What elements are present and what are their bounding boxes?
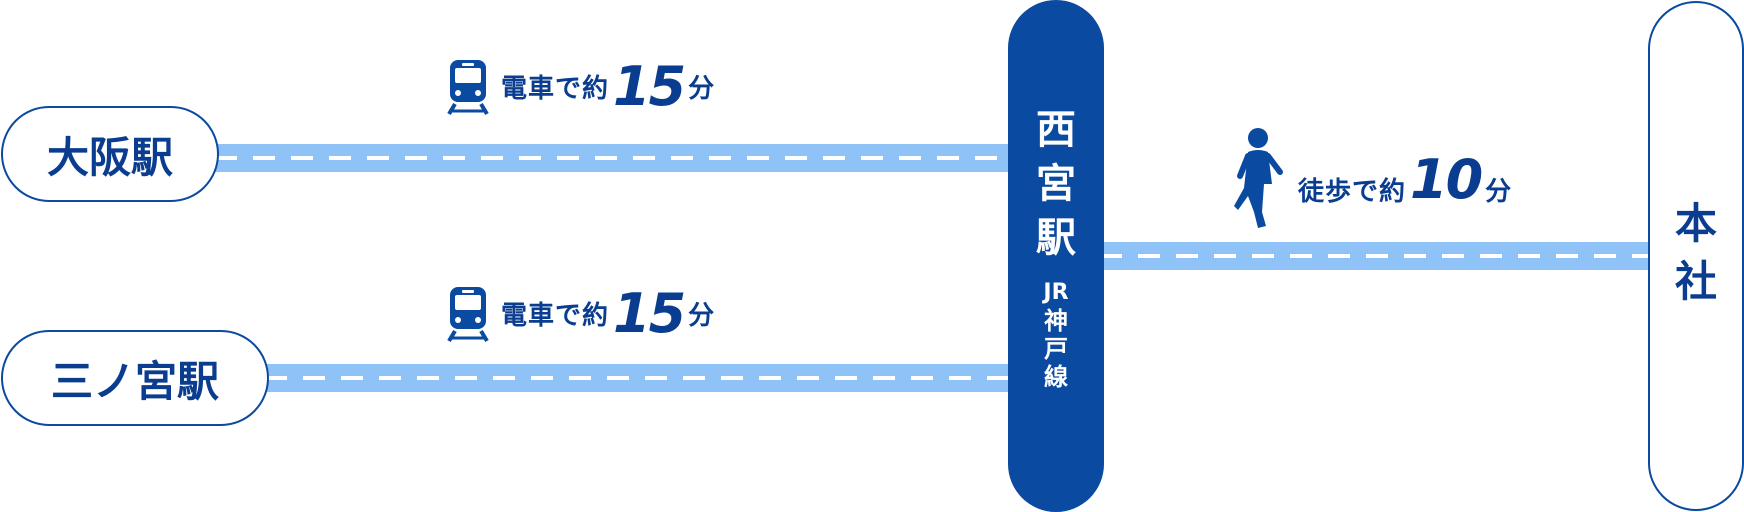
station-sannomiya: 三ノ宮駅 — [1, 330, 269, 426]
route-sannomiya-info: 電車で約 15 分 — [445, 282, 714, 345]
line-char: 線 — [1044, 363, 1068, 391]
train-icon — [447, 59, 489, 115]
track-sannomiya — [265, 364, 1015, 392]
route-walk-info: 徒歩で約 10 分 — [1230, 126, 1511, 232]
track-walk — [1100, 242, 1655, 270]
route-minutes: 15 — [613, 282, 686, 345]
hub-char: 駅 — [1036, 215, 1076, 261]
destination-char: 本 — [1674, 199, 1717, 248]
destination-head-office: 本 社 — [1648, 1, 1744, 511]
track-osaka — [215, 144, 1015, 172]
walking-person-icon — [1234, 128, 1283, 228]
route-minutes: 10 — [1410, 147, 1483, 211]
route-label: 徒歩で約 — [1298, 176, 1407, 207]
line-char: R — [1051, 280, 1069, 305]
station-osaka-label: 大阪駅 — [46, 132, 173, 182]
route-unit: 分 — [688, 74, 715, 104]
hub-char: 宮 — [1036, 161, 1076, 207]
line-char: 神 — [1044, 307, 1068, 335]
route-unit: 分 — [688, 301, 715, 331]
route-label: 電車で約 — [501, 301, 610, 331]
hub-char: 西 — [1036, 107, 1076, 153]
route-minutes: 15 — [613, 55, 686, 118]
route-unit: 分 — [1485, 176, 1512, 207]
destination-char: 社 — [1674, 257, 1717, 306]
station-osaka: 大阪駅 — [1, 106, 219, 202]
line-char: 戸 — [1044, 335, 1068, 363]
line-char: J — [1043, 280, 1052, 305]
route-label: 電車で約 — [501, 74, 610, 104]
station-sannomiya-label: 三ノ宮駅 — [50, 356, 219, 406]
train-icon — [447, 286, 489, 342]
route-osaka-info: 電車で約 15 分 — [445, 55, 714, 118]
